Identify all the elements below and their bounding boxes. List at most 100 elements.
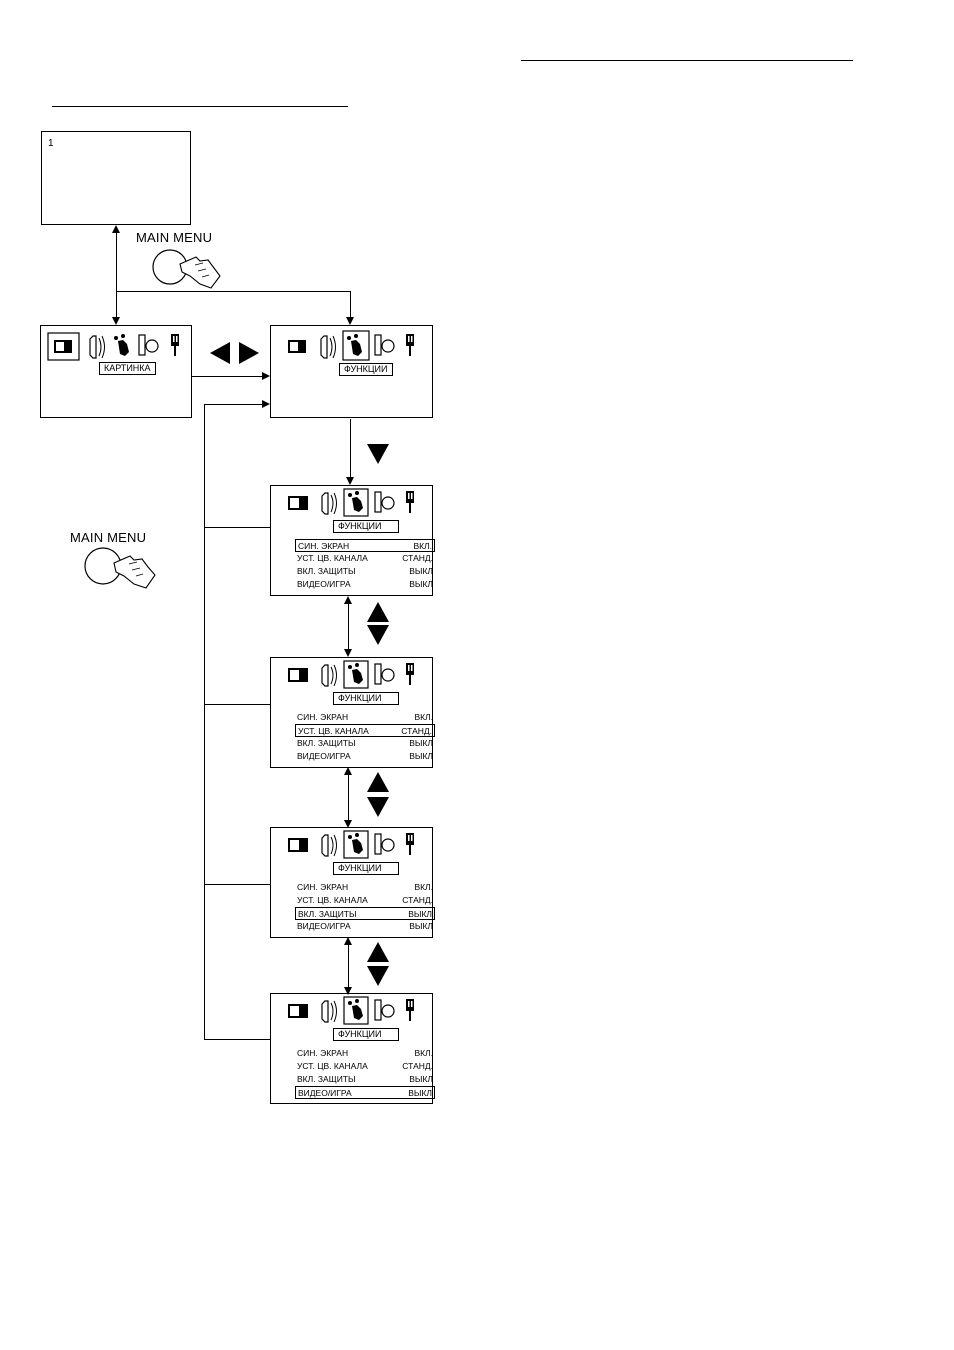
menu-item-3[interactable]: ВКЛ. ЗАЩИТЫ ВЫКЛ [295, 737, 435, 750]
main-menu-label-side: MAIN MENU [70, 530, 147, 545]
menu-item-value: ВЫКЛ [409, 1074, 433, 1084]
menu-item-1[interactable]: СИН. ЭКРАН ВКЛ. [295, 1047, 435, 1060]
picture-menu-screen: КАРТИНКА [40, 325, 192, 418]
install-icon [374, 334, 395, 356]
menu-item-label: ВКЛ. ЗАЩИТЫ [297, 566, 356, 576]
menu-item-4[interactable]: ВИДЕО/ИГРА ВЫКЛ [295, 920, 435, 933]
menu-icon-bar [288, 996, 414, 1025]
menu-item-3[interactable]: ВКЛ. ЗАЩИТЫ ВЫКЛ [295, 565, 435, 578]
arrowhead-down-submenu [346, 477, 354, 485]
right-arrow-button[interactable] [239, 342, 259, 364]
picture-icon [288, 340, 306, 353]
menu-icon-bar [288, 660, 414, 689]
channel-number: 1 [48, 138, 54, 149]
picture-menu-title: КАРТИНКА [99, 362, 156, 375]
menu-item-label: УСТ. ЦВ. КАНАЛА [297, 1061, 368, 1071]
menu-item-value: ВКЛ. [414, 1048, 433, 1058]
up-arrow-button[interactable] [367, 602, 389, 622]
menu-icon-bar [47, 332, 179, 361]
connector-submenu-1-2 [348, 601, 350, 651]
features-submenu-screen-3: ФУНКЦИИ СИН. ЭКРАН ВКЛ. УСТ. ЦВ. КАНАЛА … [270, 827, 435, 938]
return-branch-2 [204, 704, 270, 706]
menu-item-value: ВЫКЛ [409, 566, 433, 576]
menu-icon-bar [288, 488, 414, 517]
menu-item-value: ВЫКЛ [409, 751, 433, 761]
connector-return-features [204, 404, 263, 406]
menu-item-2[interactable]: УСТ. ЦВ. КАНАЛА СТАНД. [295, 894, 435, 907]
submenu-title: ФУНКЦИИ [333, 520, 399, 533]
menu-item-value: ВКЛ. [413, 541, 432, 551]
connector-branch-features [350, 291, 352, 321]
menu-icon-bar [288, 830, 414, 859]
arrowhead-up-1 [344, 596, 352, 604]
down-arrow-button[interactable] [367, 797, 389, 817]
menu-item-label: ВКЛ. ЗАЩИТЫ [298, 909, 357, 919]
connector-features-submenu [350, 419, 352, 479]
menu-item-1[interactable]: СИН. ЭКРАН ВКЛ. [295, 539, 435, 552]
menu-item-1[interactable]: СИН. ЭКРАН ВКЛ. [295, 711, 435, 724]
menu-item-label: ВИДЕО/ИГРА [297, 921, 351, 931]
connector-tv-picture [116, 231, 118, 321]
left-arrow-button[interactable] [210, 342, 230, 364]
header-rule-left [52, 106, 348, 107]
sound-icon [89, 335, 105, 359]
arrowhead-down-picture [112, 317, 120, 325]
return-branch-1 [204, 527, 270, 529]
menu-item-1[interactable]: СИН. ЭКРАН ВКЛ. [295, 881, 435, 894]
arrowhead-right-return [262, 400, 270, 408]
down-arrow-button[interactable] [367, 444, 389, 464]
picture-icon [54, 340, 72, 353]
menu-item-4[interactable]: ВИДЕО/ИГРА ВЫКЛ [295, 578, 435, 591]
main-menu-button-side[interactable] [80, 545, 162, 595]
menu-item-label: ВИДЕО/ИГРА [297, 579, 351, 589]
menu-item-2[interactable]: УСТ. ЦВ. КАНАЛА СТАНД. [295, 552, 435, 565]
menu-item-value: СТАНД. [401, 726, 432, 736]
features-submenu-screen-1: ФУНКЦИИ СИН. ЭКРАН ВКЛ. УСТ. ЦВ. КАНАЛА … [270, 485, 435, 596]
features-menu-screen: ФУНКЦИИ [270, 325, 433, 418]
features-hand-icon [114, 334, 129, 356]
menu-item-label: СИН. ЭКРАН [298, 541, 350, 551]
menu-item-2[interactable]: УСТ. ЦВ. КАНАЛА СТАНД. [295, 724, 435, 737]
down-arrow-button[interactable] [367, 966, 389, 986]
menu-item-label: УСТ. ЦВ. КАНАЛА [298, 726, 369, 736]
arrowhead-down-3 [344, 820, 352, 828]
return-branch-3 [204, 884, 270, 886]
arrowhead-up-3 [344, 937, 352, 945]
menu-item-value: ВЫКЛ [409, 738, 433, 748]
menu-item-2[interactable]: УСТ. ЦВ. КАНАЛА СТАНД. [295, 1060, 435, 1073]
menu-item-3[interactable]: ВКЛ. ЗАЩИТЫ ВЫКЛ [295, 1073, 435, 1086]
submenu-title: ФУНКЦИИ [333, 1028, 399, 1041]
menu-item-label: УСТ. ЦВ. КАНАЛА [297, 553, 368, 563]
timer-plug-icon [406, 334, 414, 356]
arrowhead-down-features [346, 317, 354, 325]
up-arrow-button[interactable] [367, 772, 389, 792]
main-menu-label-top: MAIN MENU [136, 230, 213, 245]
down-arrow-button[interactable] [367, 625, 389, 645]
menu-item-value: ВЫКЛ [409, 579, 433, 589]
menu-item-4[interactable]: ВИДЕО/ИГРА ВЫКЛ [295, 1086, 435, 1099]
main-menu-button-top[interactable] [148, 246, 226, 294]
arrowhead-down-4 [344, 987, 352, 995]
menu-item-value: ВЫКЛ [408, 909, 432, 919]
submenu-title: ФУНКЦИИ [333, 862, 399, 875]
features-hand-icon [347, 334, 362, 356]
menu-item-label: СИН. ЭКРАН [297, 1048, 349, 1058]
header-rule-right [521, 60, 853, 61]
tv-screen: 1 [41, 131, 191, 225]
install-icon [138, 334, 159, 356]
menu-item-label: ВИДЕО/ИГРА [298, 1088, 352, 1098]
timer-plug-icon [171, 334, 179, 356]
menu-item-label: ВКЛ. ЗАЩИТЫ [297, 738, 356, 748]
up-arrow-button[interactable] [367, 942, 389, 962]
menu-item-value: ВЫКЛ [409, 921, 433, 931]
menu-item-label: СИН. ЭКРАН [297, 712, 349, 722]
menu-icon-bar [288, 330, 414, 361]
menu-item-3[interactable]: ВКЛ. ЗАЩИТЫ ВЫКЛ [295, 907, 435, 920]
features-submenu-screen-4: ФУНКЦИИ СИН. ЭКРАН ВКЛ. УСТ. ЦВ. КАНАЛА … [270, 993, 435, 1104]
menu-item-value: СТАНД. [402, 895, 433, 905]
connector-picture-features [192, 376, 263, 378]
return-loop-line [204, 404, 206, 1040]
connector-submenu-3-4 [348, 942, 350, 989]
menu-item-value: СТАНД. [402, 1061, 433, 1071]
menu-item-4[interactable]: ВИДЕО/ИГРА ВЫКЛ [295, 750, 435, 763]
